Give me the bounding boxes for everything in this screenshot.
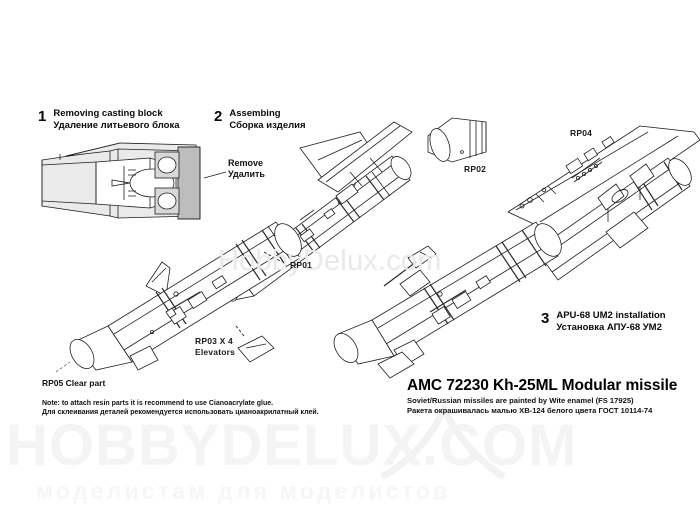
part-label-rp01: RP01 <box>290 260 312 271</box>
part-label-rp04-text: RP04 <box>570 128 593 138</box>
step-1-number: 1 <box>38 108 47 125</box>
callout-remove-ru: Удалить <box>228 169 265 179</box>
step-1-text: Removing casting block Удаление литьевог… <box>53 108 179 131</box>
casting-block-drawing <box>41 142 227 220</box>
part-label-rp04: RP04 <box>570 128 592 139</box>
kit-title: AMC 72230 Kh-25ML Modular missile <box>407 377 678 394</box>
step-1-title-ru: Удаление литьевого блока <box>53 119 180 131</box>
glue-note: Note: to attach resin parts it is recomm… <box>42 399 319 417</box>
watermark-bottom-main: HOBBYDELUX.COM <box>6 413 578 478</box>
step-2-title-en: Assembing <box>229 108 281 119</box>
watermark-center: HobbyDelux.com <box>218 245 442 277</box>
main-missile-left-drawing <box>69 221 302 371</box>
callout-remove: Remove Удалить <box>228 158 265 180</box>
part-label-rp02: RP02 <box>464 164 486 175</box>
step-3-text: APU-68 UM2 installation Установка АПУ-68… <box>556 310 665 333</box>
paint-note-en: Soviet/Russian missiles are painted by W… <box>407 396 634 405</box>
glue-note-en: Note: to attach resin parts it is recomm… <box>42 400 274 407</box>
rp02-part-drawing <box>427 117 487 163</box>
step-3-title-ru: Установка АПУ-68 УМ2 <box>556 321 662 333</box>
paint-note-ru: Ракета окрашивалась малью ХВ-124 белого … <box>407 405 653 415</box>
step-3-heading: 3 APU-68 UM2 installation Установка АПУ-… <box>541 310 666 333</box>
part-label-rp05: RP05 Clear part <box>42 378 106 388</box>
step-2-heading: 2 Assembing Сборка изделия <box>214 108 306 131</box>
step-1-title-en: Removing casting block <box>53 108 163 119</box>
paint-note: Soviet/Russian missiles are painted by W… <box>407 396 652 415</box>
step-2-title-ru: Сборка изделия <box>229 119 306 131</box>
main-missile-right-drawing <box>333 221 562 379</box>
assembly-missile-drawing <box>222 121 413 302</box>
watermark-bottom-sub: моделистам для моделистов <box>36 478 451 504</box>
part-label-rp03-code: RP03 X 4 <box>195 336 233 346</box>
part-label-rp03-desc: Elevators <box>195 346 236 357</box>
step-3-title-en: APU-68 UM2 installation <box>556 310 666 321</box>
part-label-rp03: RP03 X 4 Elevators <box>195 336 235 357</box>
glue-note-ru: Для склеивания деталей рекомендуется исп… <box>42 409 319 417</box>
step-3-number: 3 <box>541 310 550 327</box>
step-1-heading: 1 Removing casting block Удаление литьев… <box>38 108 180 131</box>
callout-remove-en: Remove <box>228 158 264 168</box>
rp05-leader <box>55 361 71 373</box>
step-2-text: Assembing Сборка изделия <box>229 108 305 131</box>
watermark-swoosh-icon <box>380 405 506 481</box>
part-label-rp01-text: RP01 <box>290 260 313 270</box>
step-2-number: 2 <box>214 108 223 125</box>
apu-rail-drawing <box>507 125 700 281</box>
part-label-rp02-text: RP02 <box>464 164 487 174</box>
